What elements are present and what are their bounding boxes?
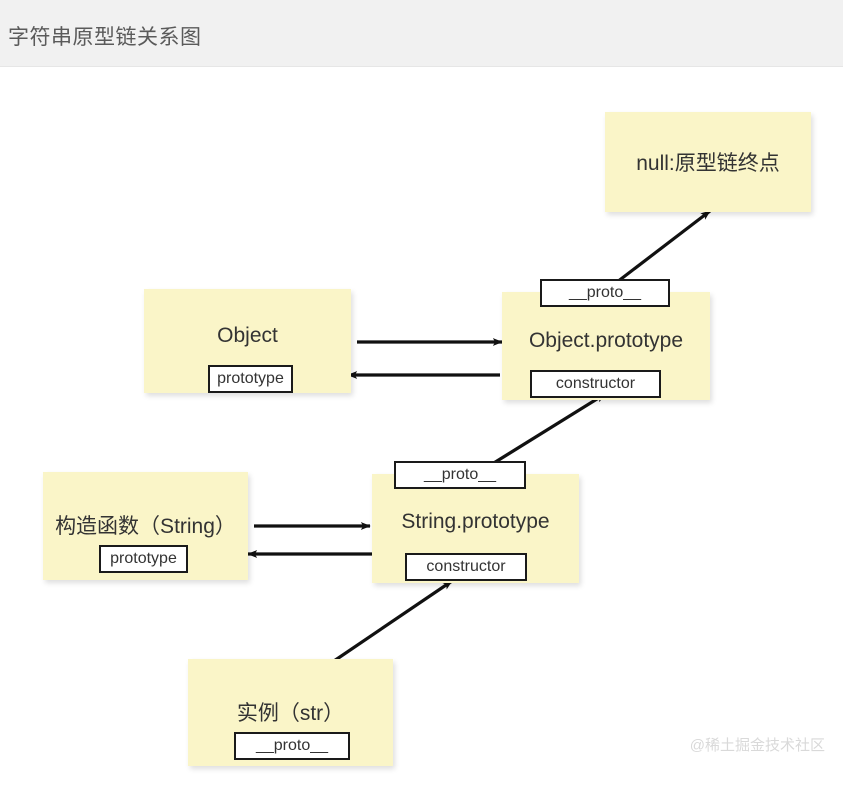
node-null-terminator-title: null:原型链终点 [636, 152, 780, 175]
field-string-prototype-constructor[interactable]: constructor [405, 553, 527, 581]
edge-instance-to-string-prototype [330, 579, 453, 665]
node-object-constructor[interactable]: Object prototype [144, 289, 351, 393]
node-instance-title: 实例（str） [236, 702, 345, 725]
page-title: 字符串原型链关系图 [8, 26, 202, 49]
diagram-canvas: null:原型链终点 Object prototype __proto__ Ob… [0, 67, 843, 793]
field-instance-proto[interactable]: __proto__ [234, 732, 350, 760]
node-object-prototype[interactable]: __proto__ Object.prototype constructor [502, 279, 710, 400]
node-string-constructor[interactable]: 构造函数（String） prototype [43, 472, 248, 580]
node-instance[interactable]: 实例（str） __proto__ [188, 659, 393, 766]
field-object-prototype-constructor[interactable]: constructor [530, 370, 661, 398]
field-string-prototype-proto[interactable]: __proto__ [394, 461, 526, 489]
field-object-prototype-proto[interactable]: __proto__ [540, 279, 670, 307]
node-string-prototype[interactable]: __proto__ String.prototype constructor [372, 461, 579, 583]
page-header: 字符串原型链关系图 [0, 0, 843, 67]
field-object-prototype[interactable]: prototype [208, 365, 293, 393]
node-null-terminator[interactable]: null:原型链终点 [605, 112, 811, 212]
node-object-prototype-title: Object.prototype [528, 329, 684, 352]
node-string-constructor-title: 构造函数（String） [55, 515, 236, 538]
field-string-prototype[interactable]: prototype [99, 545, 188, 573]
node-string-prototype-title: String.prototype [401, 510, 550, 533]
node-object-constructor-title: Object [217, 324, 278, 347]
watermark: @稀土掘金技术社区 [689, 737, 825, 754]
